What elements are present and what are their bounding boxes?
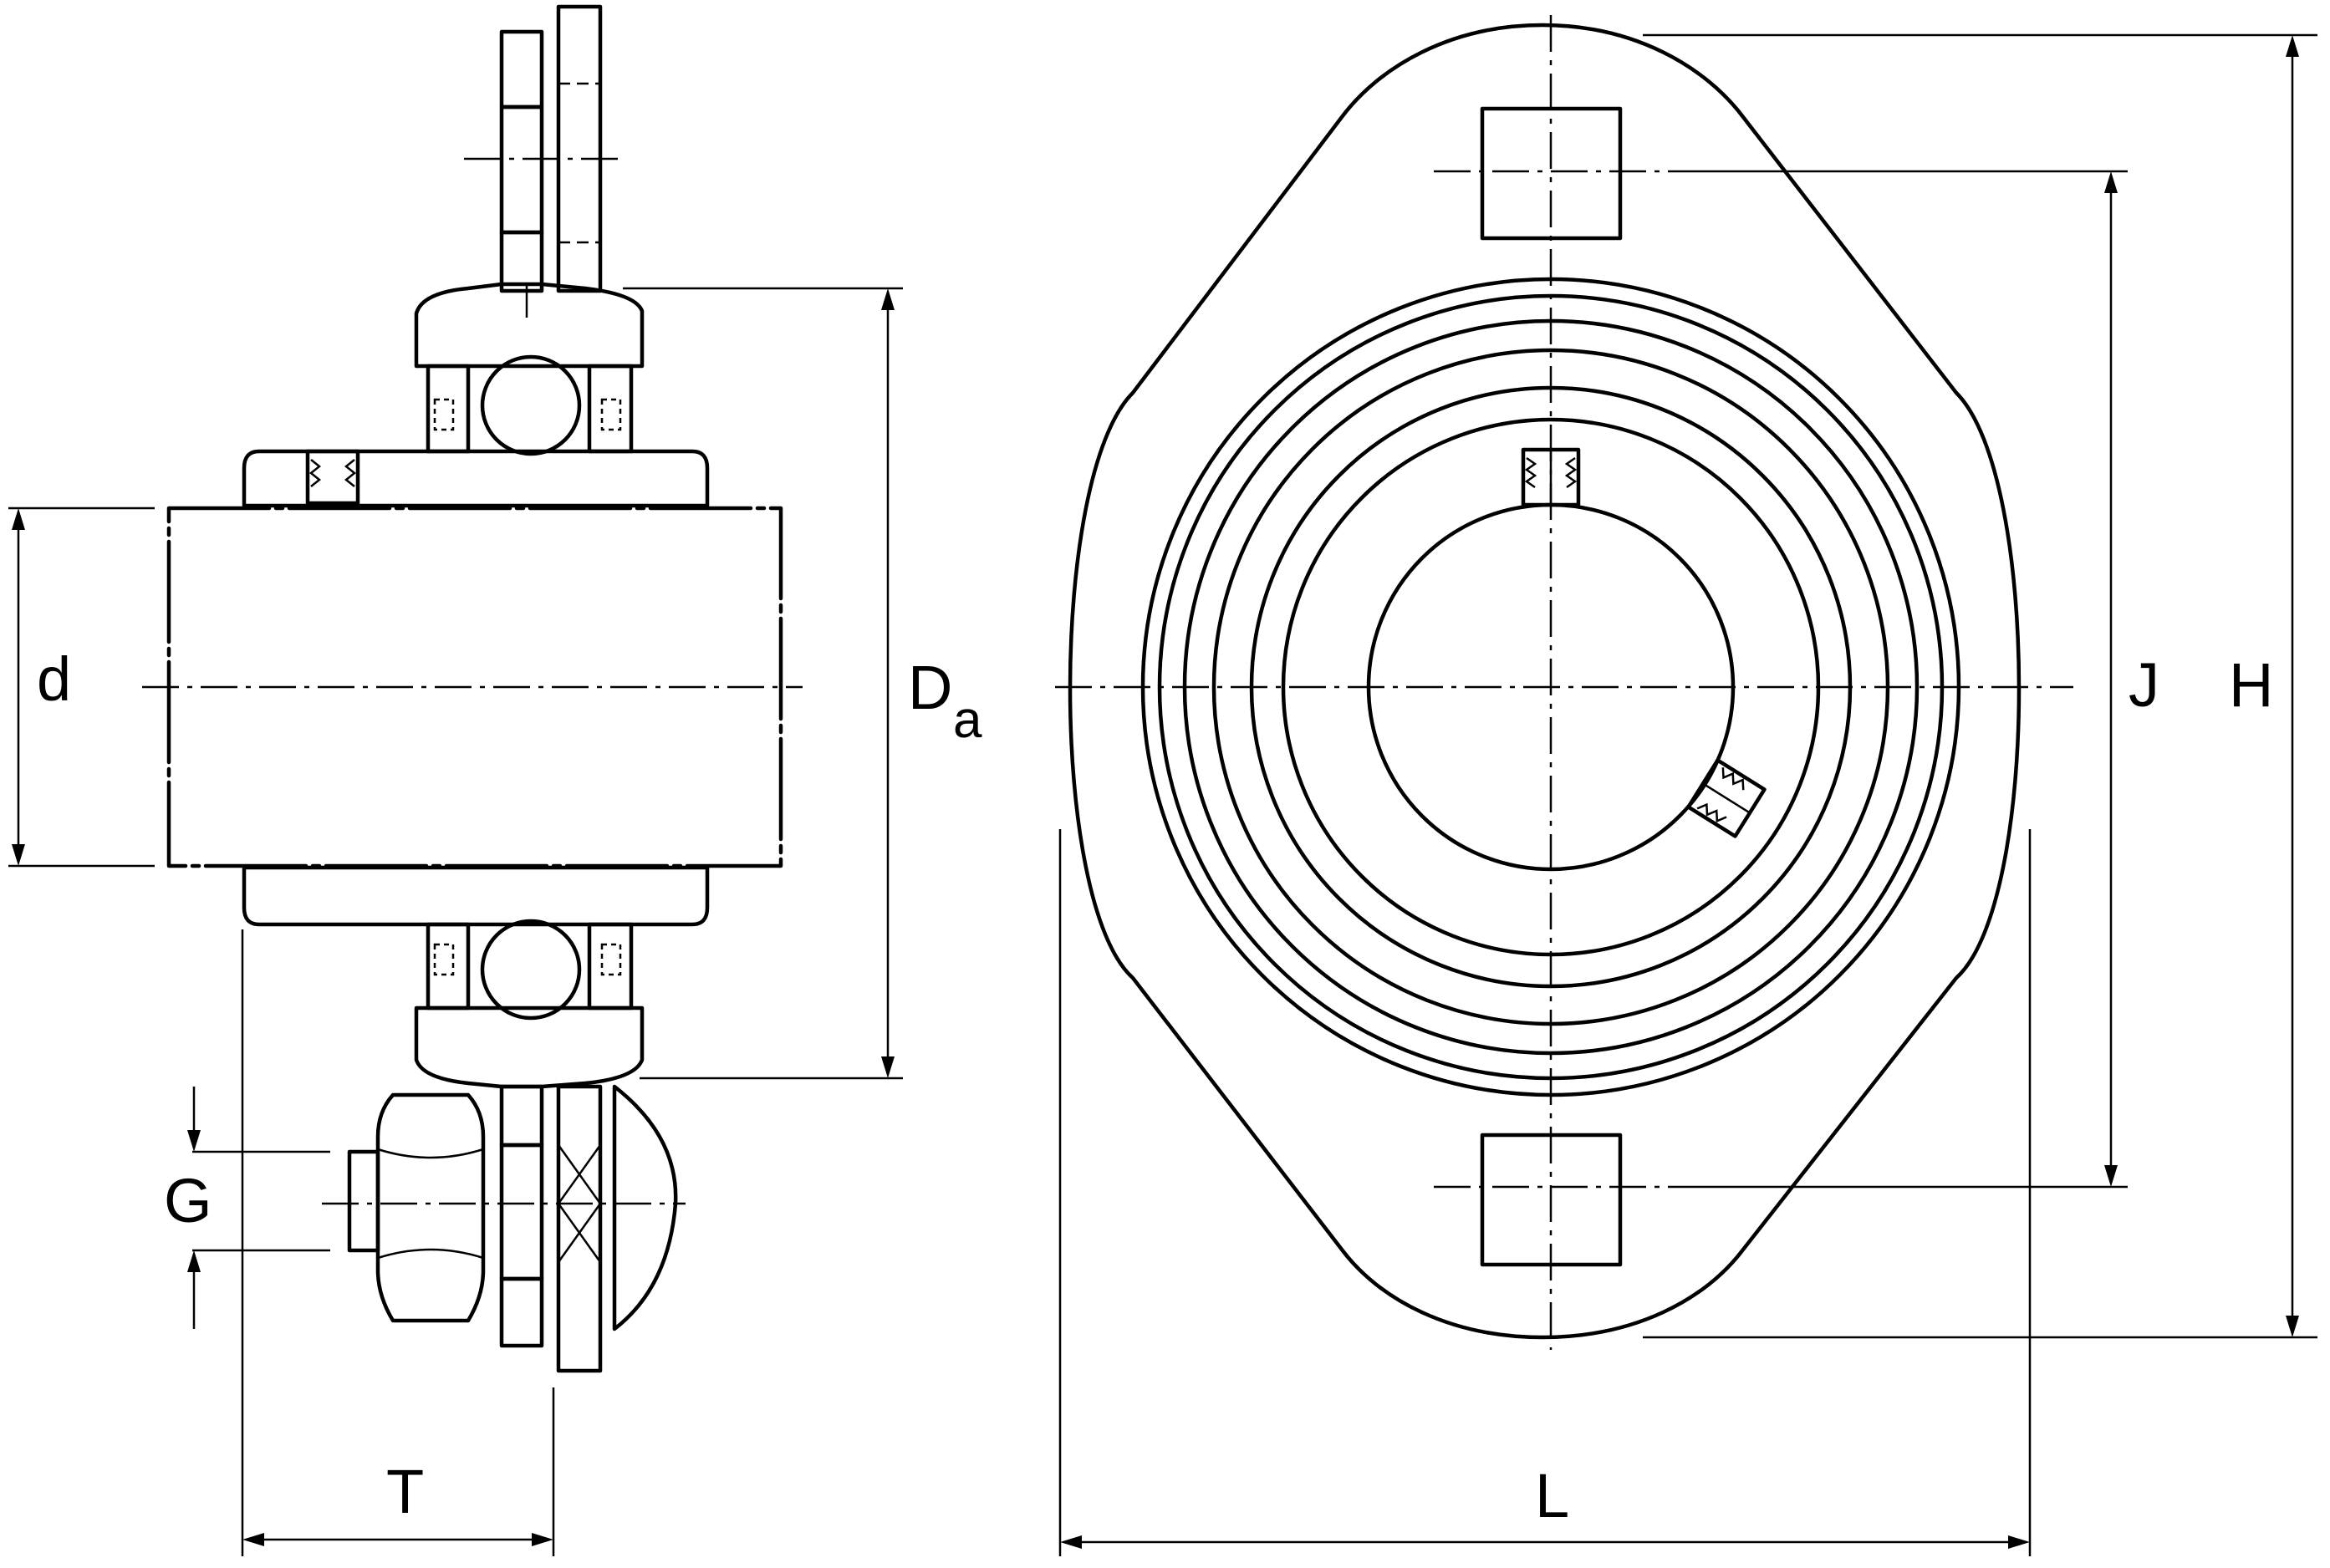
right-dimensions: J H L (1058, 33, 2317, 1556)
hex-nut (375, 1092, 486, 1323)
dim-label-H: H (2229, 650, 2273, 720)
bearing-upper (426, 354, 634, 456)
dim-label-Da-sub: a (953, 691, 982, 749)
bearing-lower (426, 919, 634, 1021)
ball-top (480, 354, 582, 456)
top-flange (464, 4, 623, 293)
bottom-flange-bolt (322, 1084, 686, 1373)
dim-label-T: T (386, 1457, 424, 1526)
inner-ring-upper (242, 449, 710, 508)
dim-label-G: G (164, 1166, 212, 1235)
dim-label-J: J (2129, 650, 2159, 720)
left-dimensions: d D a G T (8, 287, 982, 1556)
section-view (142, 4, 803, 1373)
housing-upper (414, 282, 645, 369)
ball-bottom (480, 919, 582, 1021)
front-view (1055, 15, 2073, 1350)
flange-outline (1068, 23, 2022, 1340)
shaft (142, 506, 803, 868)
dim-label-L: L (1535, 1461, 1569, 1530)
inner-ring-lower (242, 865, 710, 927)
dim-label-Da: D (908, 653, 952, 722)
set-screw-side (1686, 758, 1767, 838)
dim-label-d: d (37, 644, 71, 714)
